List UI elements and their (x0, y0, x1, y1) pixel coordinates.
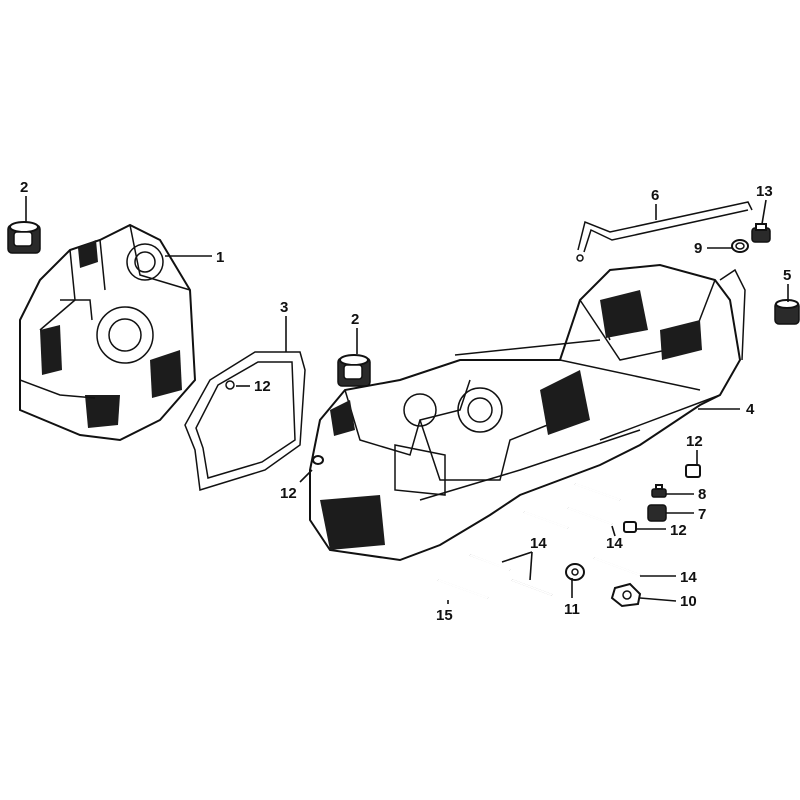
bolt-14-6 (593, 557, 641, 576)
callout-12: 12 (670, 522, 687, 539)
bushing-center (337, 354, 371, 387)
small-pin-12 (312, 455, 324, 465)
callout-6: 6 (651, 187, 659, 204)
callout-2: 2 (20, 179, 28, 196)
callout-12: 12 (280, 485, 297, 502)
callout-4: 4 (746, 401, 755, 418)
bushing-right (774, 299, 800, 325)
callout-5: 5 (783, 267, 791, 284)
bolt-15 (437, 579, 489, 599)
callout-13: 13 (756, 183, 773, 200)
dowel-pin-lower (623, 521, 637, 533)
right-crankcase (19, 223, 197, 442)
washer (565, 563, 585, 581)
callout-10: 10 (680, 593, 697, 610)
union-fitting (751, 223, 771, 243)
bolts (437, 483, 641, 599)
callouts: 1 2 2 3 4 5 6 7 8 9 10 11 12 12 12 12 13… (20, 179, 791, 624)
leader-lines (25, 196, 789, 604)
sensor-plug (610, 582, 642, 608)
bolt-14-4 (469, 554, 511, 571)
dowel-pin-upper (685, 464, 701, 478)
callout-7: 7 (698, 506, 706, 523)
callout-11: 11 (564, 601, 580, 618)
bolt-14-3 (523, 511, 569, 529)
callout-12: 12 (686, 433, 703, 450)
callout-15: 15 (436, 607, 453, 624)
callout-3: 3 (280, 299, 288, 316)
drain-bolt (651, 484, 667, 498)
callout-9: 9 (694, 240, 702, 257)
pipe-clamp (731, 239, 749, 253)
callout-8: 8 (698, 486, 706, 503)
callout-14: 14 (680, 569, 697, 586)
callout-14: 14 (530, 535, 547, 552)
bolt-14-1 (574, 483, 621, 501)
callout-1: 1 (216, 249, 224, 266)
left-crankcase (309, 263, 746, 562)
callout-2: 2 (351, 311, 359, 328)
breather-pipe (576, 201, 753, 262)
callout-14: 14 (606, 535, 623, 552)
bolt-14-2 (567, 507, 613, 525)
bushing-left (7, 221, 41, 254)
callout-12: 12 (254, 378, 271, 395)
bolt-14-5 (511, 579, 553, 596)
crankcase-gasket (184, 351, 306, 491)
oil-strainer-cap (647, 504, 667, 522)
